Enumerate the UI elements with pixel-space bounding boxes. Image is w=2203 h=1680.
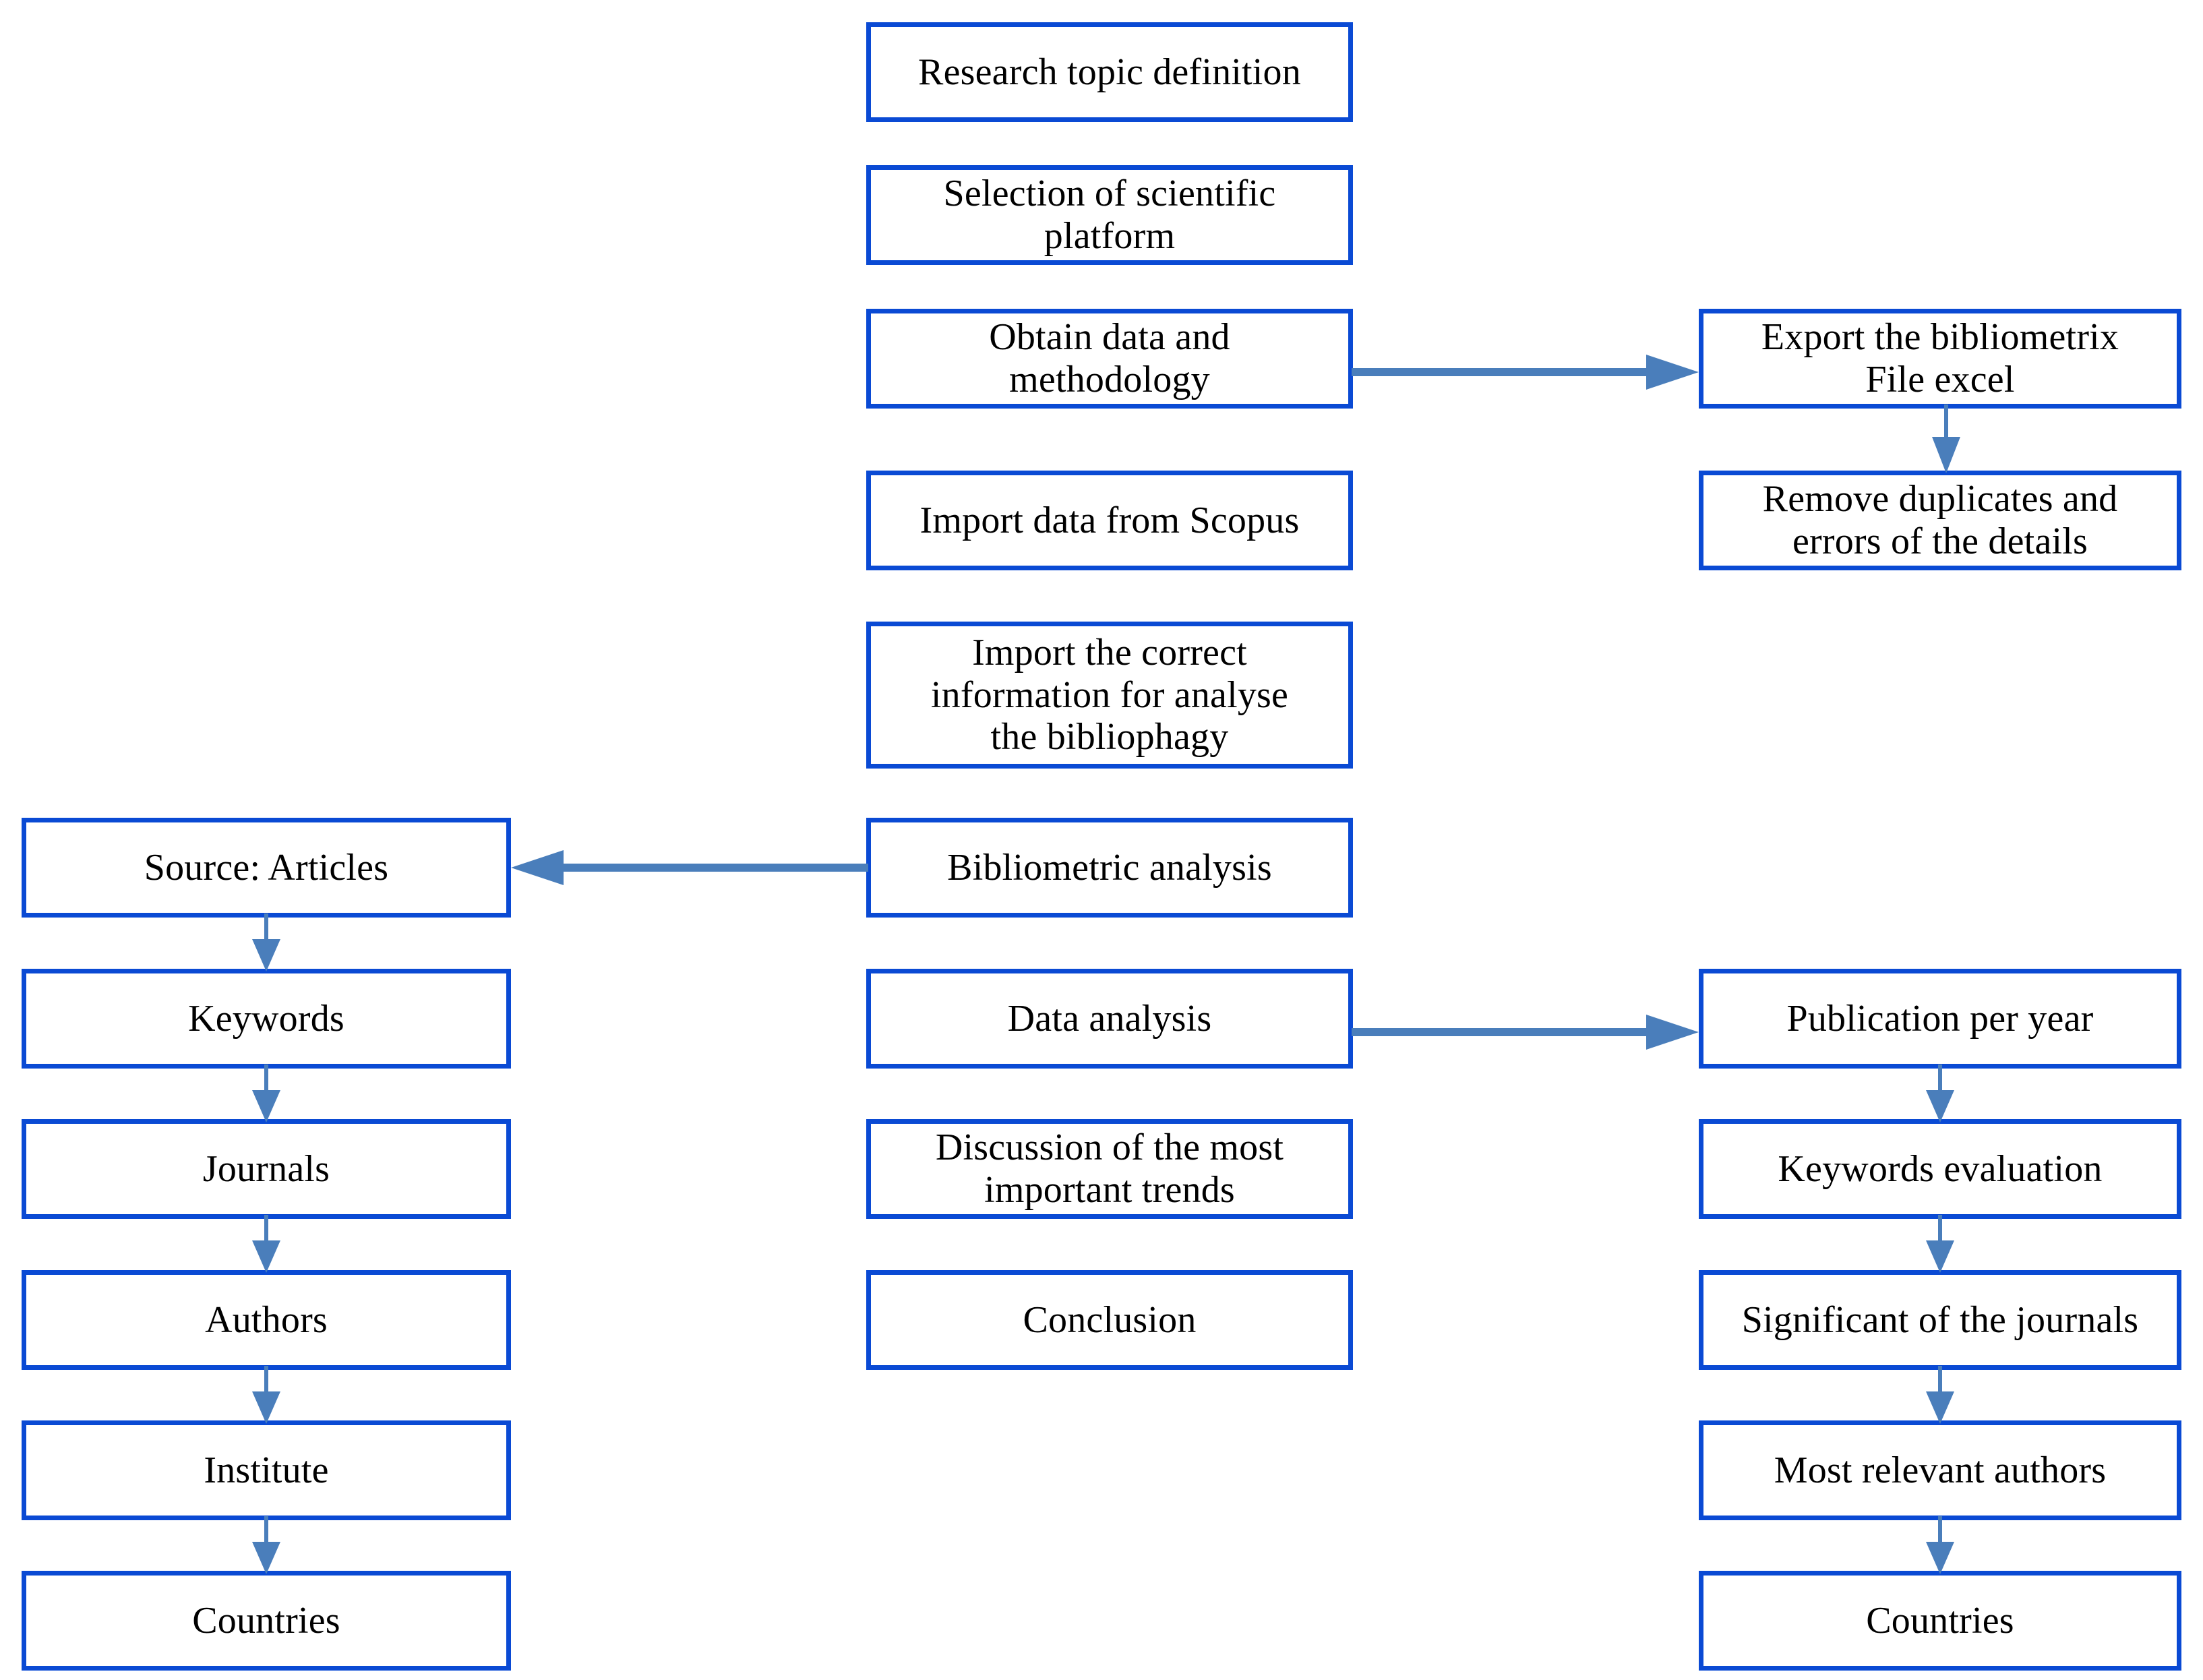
node-label: Conclusion	[1023, 1298, 1197, 1341]
node-authors[interactable]: Authors	[22, 1270, 511, 1370]
node-label: Selection of scientific platform	[943, 173, 1276, 257]
node-label: Discussion of the most important trends	[935, 1127, 1284, 1211]
node-countries-right[interactable]: Countries	[1699, 1571, 2181, 1671]
node-countries-left[interactable]: Countries	[22, 1571, 511, 1671]
node-label: Research topic definition	[918, 51, 1301, 93]
node-obtain-data-and-methodology[interactable]: Obtain data and methodology	[866, 309, 1353, 409]
node-significant-of-the-journals[interactable]: Significant of the journals	[1699, 1270, 2181, 1370]
arrow-journals-to-authors	[246, 1215, 286, 1274]
node-label: Export the bibliometrix File excel	[1761, 316, 2119, 400]
node-data-analysis[interactable]: Data analysis	[866, 969, 1353, 1069]
node-selection-of-scientific-platform[interactable]: Selection of scientific platform	[866, 165, 1353, 265]
node-discussion-of-the-most-important-trends[interactable]: Discussion of the most important trends	[866, 1119, 1353, 1219]
arrow-source-to-keywords	[246, 913, 286, 973]
node-publication-per-year[interactable]: Publication per year	[1699, 969, 2181, 1069]
node-label: Countries	[1866, 1599, 2014, 1642]
node-most-relevant-authors[interactable]: Most relevant authors	[1699, 1420, 2181, 1520]
node-label: Authors	[205, 1298, 328, 1341]
arrow-institute-to-countries	[246, 1516, 286, 1576]
node-label: Import data from Scopus	[919, 499, 1300, 541]
arrow-publication-to-keywords-evaluation	[1920, 1064, 1960, 1124]
node-label: Import the correct information for analy…	[930, 631, 1289, 758]
arrow-most-relevant-authors-to-countries	[1920, 1516, 1960, 1576]
node-label: Countries	[192, 1599, 340, 1642]
node-keywords[interactable]: Keywords	[22, 969, 511, 1069]
arrow-data-analysis-to-publication	[1352, 1012, 1700, 1052]
arrow-authors-to-institute	[246, 1366, 286, 1425]
node-research-topic-definition[interactable]: Research topic definition	[866, 22, 1353, 122]
node-label: Publication per year	[1786, 997, 2094, 1040]
node-label: Most relevant authors	[1774, 1449, 2107, 1491]
node-bibliometric-analysis[interactable]: Bibliometric analysis	[866, 818, 1353, 918]
node-label: Significant of the journals	[1741, 1298, 2139, 1341]
arrow-keywords-to-journals	[246, 1064, 286, 1124]
node-keywords-evaluation[interactable]: Keywords evaluation	[1699, 1119, 2181, 1219]
node-export-the-bibliometrix-file-excel[interactable]: Export the bibliometrix File excel	[1699, 309, 2181, 409]
node-institute[interactable]: Institute	[22, 1420, 511, 1520]
arrow-significant-to-most-relevant-authors	[1920, 1366, 1960, 1425]
node-import-the-correct-information[interactable]: Import the correct information for analy…	[866, 622, 1353, 769]
node-label: Remove duplicates and errors of the deta…	[1762, 478, 2118, 562]
node-label: Keywords	[188, 997, 344, 1040]
node-label: Institute	[204, 1449, 329, 1491]
node-import-data-from-scopus[interactable]: Import data from Scopus	[866, 471, 1353, 570]
node-label: Data analysis	[1007, 997, 1212, 1040]
node-label: Obtain data and methodology	[989, 316, 1230, 400]
node-journals[interactable]: Journals	[22, 1119, 511, 1219]
node-label: Keywords evaluation	[1778, 1147, 2103, 1190]
arrow-obtain-to-export	[1352, 352, 1700, 392]
node-label: Bibliometric analysis	[947, 846, 1272, 889]
arrow-bibliometric-to-source	[510, 847, 868, 888]
arrow-export-to-remove	[1926, 404, 1966, 475]
node-conclusion[interactable]: Conclusion	[866, 1270, 1353, 1370]
node-label: Journals	[202, 1147, 330, 1190]
arrow-keywords-evaluation-to-significant	[1920, 1215, 1960, 1274]
node-remove-duplicates-and-errors[interactable]: Remove duplicates and errors of the deta…	[1699, 471, 2181, 570]
node-source-articles[interactable]: Source: Articles	[22, 818, 511, 918]
node-label: Source: Articles	[144, 846, 389, 889]
